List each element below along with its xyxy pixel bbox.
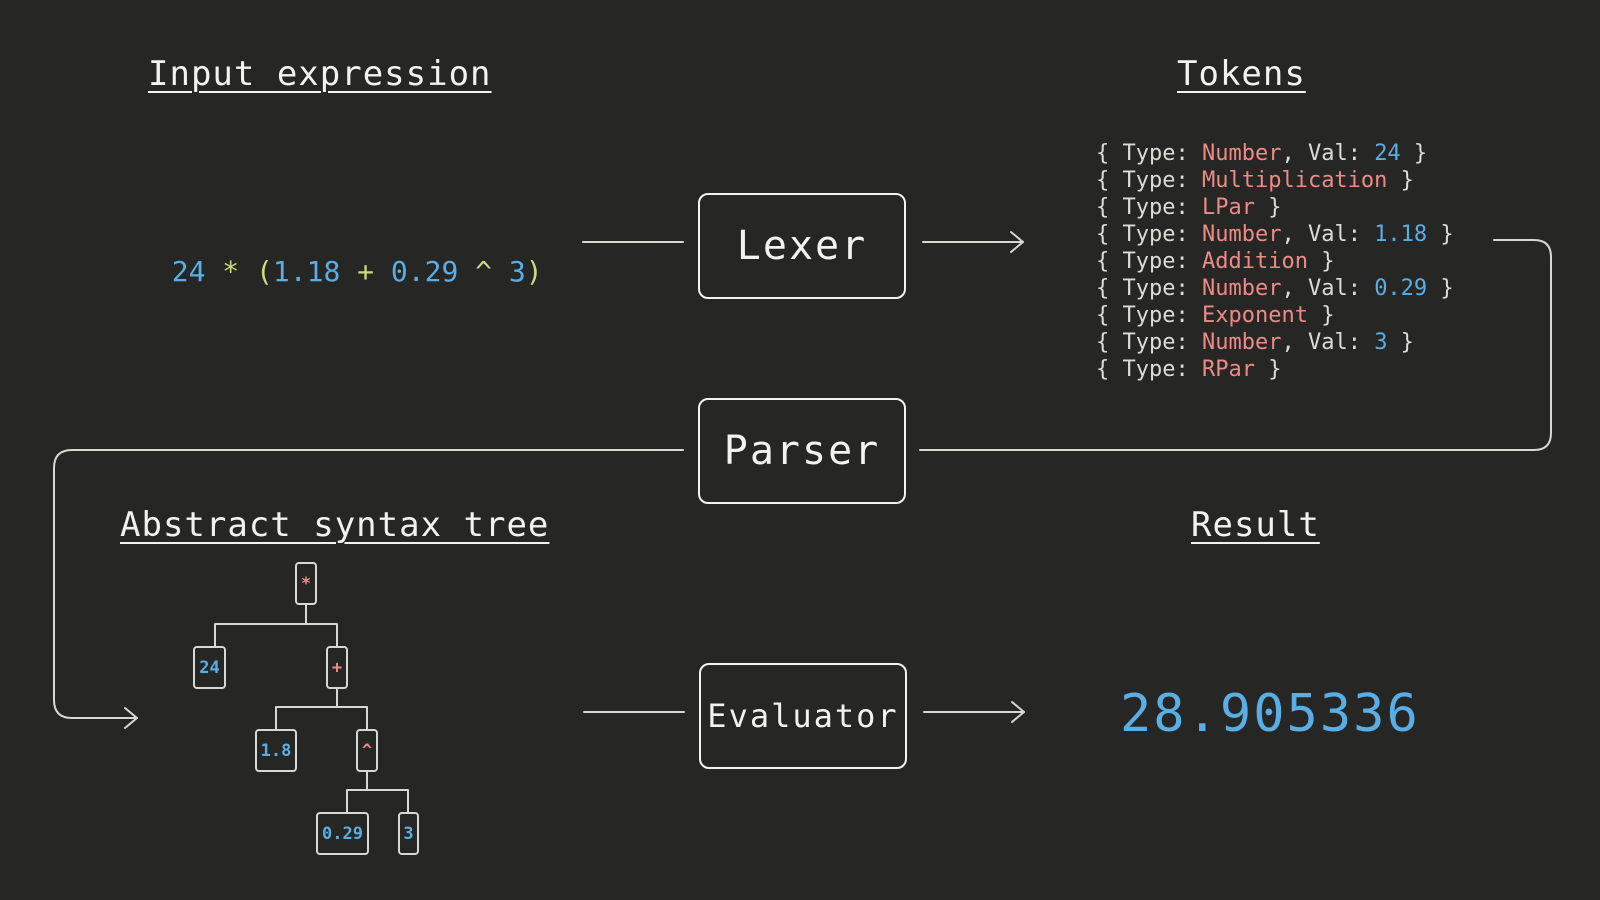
heading-result: Result [1191, 505, 1320, 545]
token-type: Multiplication [1201, 168, 1388, 193]
token-type-key: Type: [1122, 357, 1202, 382]
token-brace-open: { [1096, 276, 1123, 301]
expr-token: ) [525, 255, 543, 288]
result-value: 28.905336 [1120, 684, 1420, 744]
token-line: { Type: Number, Val: 3 } [1096, 329, 1454, 356]
token-val-key: , Val: [1281, 276, 1375, 301]
arrowhead-ast [124, 707, 138, 729]
token-val-key: , Val: [1281, 222, 1375, 247]
ast-node-3: 3 [398, 812, 419, 855]
token-line: { Type: Addition } [1096, 248, 1454, 275]
expr-token: ( [256, 255, 273, 288]
ast-edge-root-children [214, 623, 338, 647]
token-value: 24 [1374, 141, 1401, 166]
token-line: { Type: Number, Val: 0.29 } [1096, 275, 1454, 302]
token-brace-close: } [1254, 357, 1282, 382]
input-expression: 24 * (1.18 + 0.29 ^ 3) [138, 222, 543, 288]
token-type-key: Type: [1122, 168, 1202, 193]
token-val-key: , Val: [1281, 330, 1375, 355]
token-brace-close: } [1307, 303, 1335, 328]
token-line: { Type: RPar } [1096, 356, 1454, 383]
token-val-key: , Val: [1281, 141, 1375, 166]
token-line: { Type: Number, Val: 1.18 } [1096, 221, 1454, 248]
token-brace-open: { [1096, 357, 1123, 382]
connector-parser-ast [53, 449, 684, 719]
expr-token: 1.18 [272, 255, 341, 288]
expr-token: * [205, 255, 257, 288]
token-type: Number [1201, 330, 1282, 355]
token-type-key: Type: [1122, 330, 1202, 355]
token-line: { Type: LPar } [1096, 194, 1454, 221]
ast-node-power: ^ [356, 729, 378, 772]
token-value: 1.18 [1374, 222, 1428, 247]
ast-node-1-8: 1.8 [255, 729, 297, 772]
token-type: Addition [1201, 249, 1308, 274]
token-brace-open: { [1096, 141, 1123, 166]
ast-node-24: 24 [193, 646, 226, 689]
arrowhead-result [1011, 701, 1025, 723]
token-brace-close: } [1400, 141, 1428, 166]
token-brace-close: } [1387, 168, 1414, 193]
ast-edge-plus-children [275, 706, 368, 730]
token-brace-close: } [1307, 249, 1335, 274]
token-type: LPar [1201, 195, 1255, 220]
heading-tokens: Tokens [1177, 54, 1306, 94]
heading-abstract-syntax-tree: Abstract syntax tree [120, 505, 550, 545]
expr-token: + [340, 255, 391, 288]
token-type: Exponent [1201, 303, 1308, 328]
token-list: { Type: Number, Val: 24 }{ Type: Multipl… [1096, 140, 1454, 383]
ast-node-plus: + [326, 646, 348, 689]
token-brace-close: } [1254, 195, 1282, 220]
ast-edge-pow-children [346, 789, 409, 813]
token-type: Number [1201, 222, 1282, 247]
token-brace-close: } [1427, 276, 1454, 301]
expr-token: 0.29 [390, 255, 459, 288]
token-brace-open: { [1096, 330, 1123, 355]
token-type-key: Type: [1122, 141, 1202, 166]
token-type: Number [1201, 141, 1282, 166]
heading-input-expression: Input expression [148, 54, 492, 94]
token-brace-open: { [1096, 303, 1123, 328]
arrowhead-tokens [1010, 231, 1024, 253]
token-type: RPar [1201, 357, 1255, 382]
token-brace-close: } [1387, 330, 1414, 355]
lexer-box: Lexer [698, 193, 906, 299]
token-brace-open: { [1096, 168, 1123, 193]
token-value: 0.29 [1374, 276, 1428, 301]
token-line: { Type: Exponent } [1096, 302, 1454, 329]
token-type-key: Type: [1122, 249, 1202, 274]
token-brace-close: } [1427, 222, 1454, 247]
ast-node-0-29: 0.29 [316, 812, 369, 855]
expr-token: 3 [508, 255, 526, 288]
token-type: Number [1201, 276, 1282, 301]
token-type-key: Type: [1122, 276, 1202, 301]
expr-token: 24 [171, 255, 206, 288]
parser-box: Parser [698, 398, 906, 504]
expr-token: ^ [458, 255, 509, 288]
token-value: 3 [1374, 330, 1388, 355]
ast-node-multiply: * [295, 562, 317, 605]
token-line: { Type: Number, Val: 24 } [1096, 140, 1454, 167]
token-brace-open: { [1096, 249, 1123, 274]
token-type-key: Type: [1122, 195, 1202, 220]
token-type-key: Type: [1122, 222, 1202, 247]
token-brace-open: { [1096, 222, 1123, 247]
token-type-key: Type: [1122, 303, 1202, 328]
token-brace-open: { [1096, 195, 1123, 220]
evaluator-box: Evaluator [699, 663, 907, 769]
token-line: { Type: Multiplication } [1096, 167, 1454, 194]
